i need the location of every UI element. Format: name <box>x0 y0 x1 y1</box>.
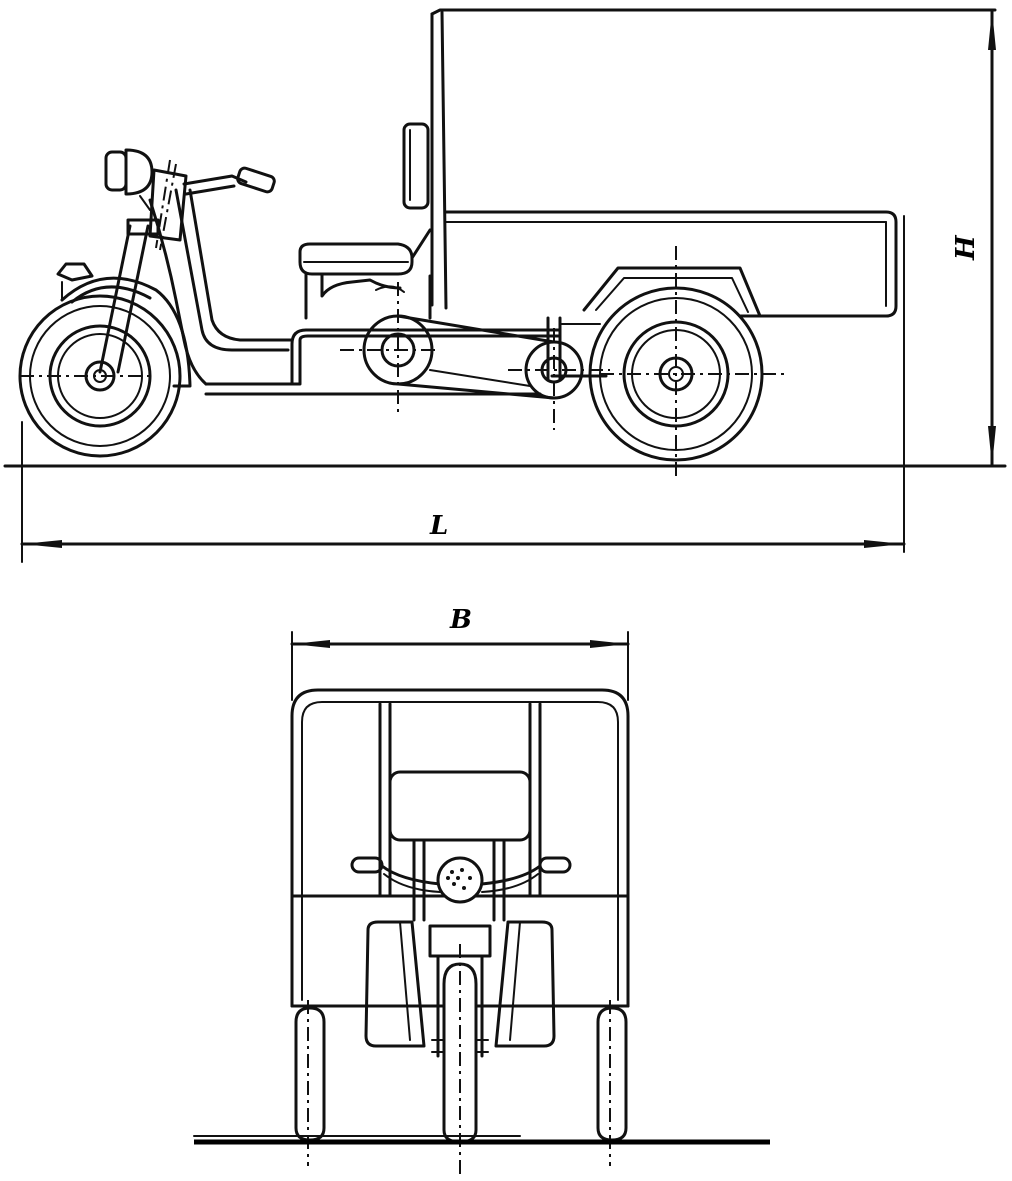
drive-chain <box>396 314 556 400</box>
side-view: L H <box>3 8 1007 563</box>
width-label: B <box>449 605 472 635</box>
front-headlight <box>436 856 484 904</box>
width-dimension <box>290 631 630 701</box>
front-mudguard <box>56 262 192 388</box>
front-shield <box>364 920 556 1048</box>
height-label: H <box>951 234 981 261</box>
rear-wheel <box>588 246 784 480</box>
steering-fork <box>98 159 188 374</box>
cargo-canopy <box>430 8 997 310</box>
height-dimension <box>899 8 1005 468</box>
headlight <box>104 148 154 211</box>
front-cargo-box <box>290 688 630 1008</box>
front-view-right-rear-wheel <box>596 1000 628 1166</box>
front-wheel <box>18 294 182 458</box>
handlebar <box>182 166 276 196</box>
length-dimension <box>20 215 906 563</box>
front-handlebar <box>350 856 572 893</box>
engine-housing <box>304 272 432 320</box>
seat-backrest <box>402 122 430 210</box>
front-view: B <box>193 605 770 1176</box>
front-body-shield <box>148 188 294 386</box>
seat <box>298 228 432 276</box>
cargo-bed <box>444 210 898 318</box>
main-frame <box>204 316 608 396</box>
front-view-left-rear-wheel <box>294 1000 326 1166</box>
length-label: L <box>429 511 448 541</box>
